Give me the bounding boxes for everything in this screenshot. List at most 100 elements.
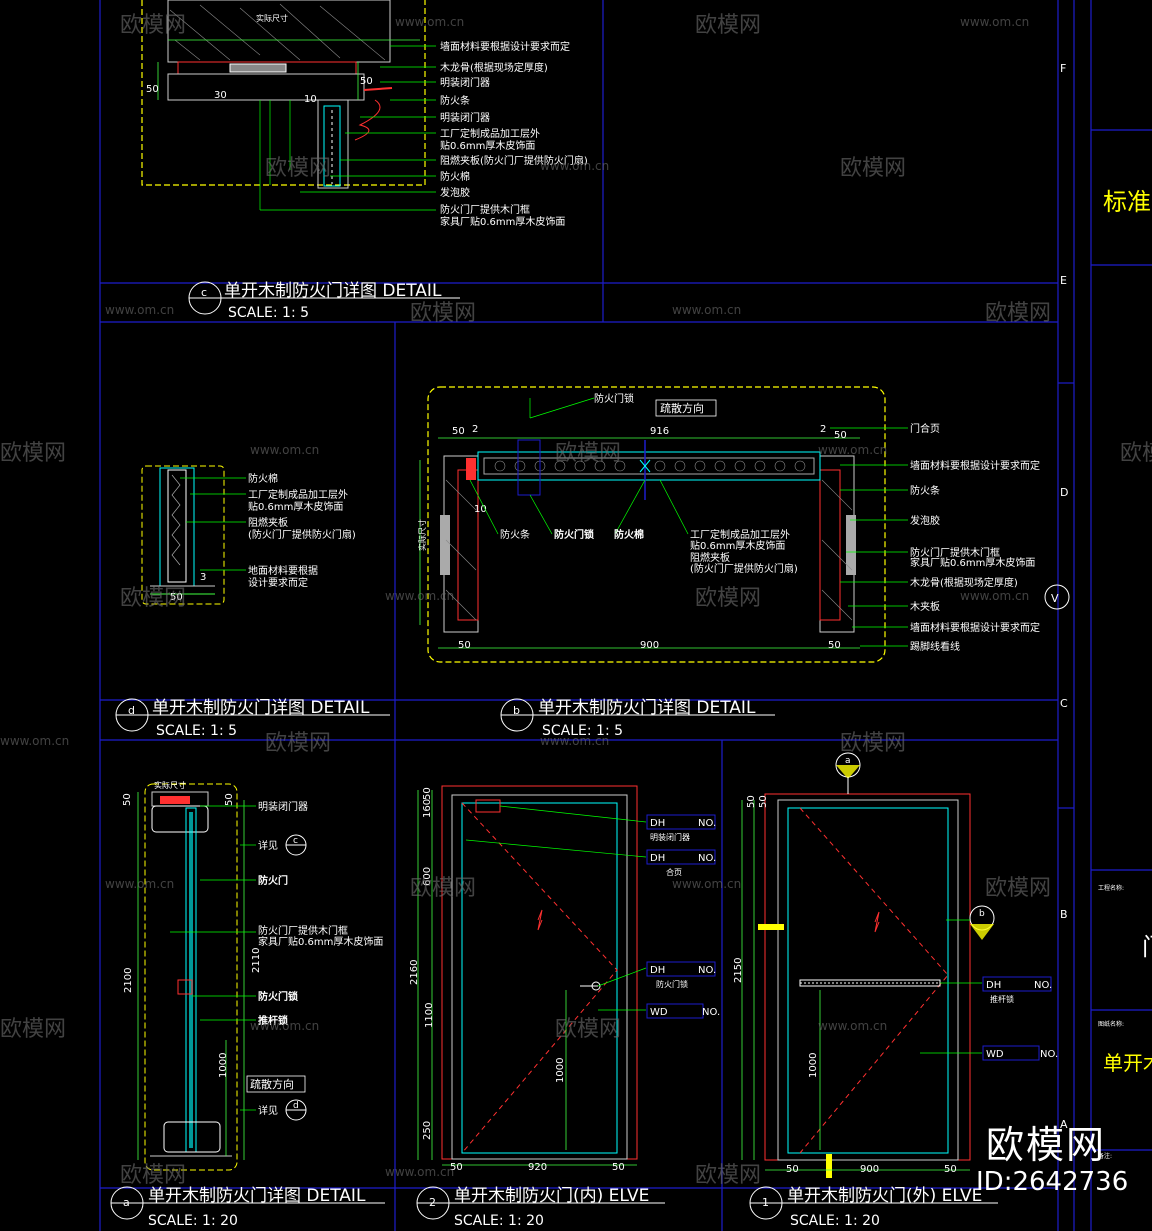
detail-c-title: c 单开木制防火门详图 DETAIL SCALE: 1: 5: [188, 281, 460, 321]
detail-c-notes: [259, 45, 436, 211]
watermark-url: www.om.cn: [672, 303, 741, 317]
detail-title: 单开木制防火门详图 DETAIL: [538, 698, 756, 718]
detail-title: 单开木制防火门详图 DETAIL: [152, 698, 370, 718]
detail-a-title: a 单开木制防火门详图 DETAIL SCALE: 1: 20: [110, 1186, 385, 1229]
section-marker: V: [1044, 584, 1070, 610]
note: 防火条: [500, 528, 530, 541]
watermark-url: www.om.cn: [540, 159, 609, 173]
detail-a-leaders: [170, 805, 256, 1111]
tag-no: NO.: [698, 853, 716, 864]
note: 家具厂贴0.6mm厚木皮饰面: [258, 935, 383, 948]
tag-label: 推杆锁: [990, 994, 1014, 1004]
note: 防火门厂提供木门框: [910, 546, 1000, 559]
note: 墙面材料要根据设计要求而定: [910, 621, 1040, 634]
note: 墙面材料要根据设计要求而定: [440, 40, 570, 53]
dim: 2160: [409, 960, 420, 985]
detail-c-labels: 墙面材料要根据设计要求而定 木龙骨(根据现场定厚度) 明装闭门器 防火条 明装闭…: [440, 40, 588, 228]
grid-letter-d: D: [1060, 486, 1068, 499]
title-block-small-2: 图纸名称:: [1098, 1020, 1124, 1028]
ref-tag: a: [845, 756, 851, 766]
dim: 实际尺寸: [256, 13, 288, 23]
watermark-brand: 欧模网: [265, 731, 331, 756]
watermark-url: www.om.cn: [540, 734, 609, 748]
dim: 600: [422, 867, 433, 886]
tag-label: 防火门锁: [656, 979, 688, 989]
watermark-brand: 欧模网: [840, 731, 906, 756]
note: 防火棉: [614, 528, 644, 541]
dim: 50: [458, 640, 471, 651]
watermark-brand: 欧模网: [410, 301, 476, 326]
elevation-2-dims: 50 160 600 2160 1100 1000 250 50 920 50: [409, 787, 625, 1173]
dim: 实际尺寸: [417, 519, 427, 551]
grid-letter-f: F: [1060, 62, 1066, 75]
dim: 50: [612, 1162, 625, 1173]
note: 防火门厂提供木门框: [440, 203, 530, 216]
note: 防火门锁: [554, 528, 594, 541]
tag-code: DH: [650, 853, 665, 864]
watermark-brand: 欧模网: [410, 876, 476, 901]
dim: 50: [834, 430, 847, 441]
detail-scale: SCALE: 1: 5: [156, 723, 237, 739]
detail-tag: a: [123, 1196, 130, 1209]
detail-d-labels: 防火棉 工厂定制成品加工层外 贴0.6mm厚木皮饰面 阻燃夹板 (防火门厂提供防…: [170, 472, 356, 603]
watermark-url: www.om.cn: [395, 15, 464, 29]
detail-a-drawing: [137, 783, 245, 1171]
note: 防火门: [258, 874, 288, 887]
grid-letter-e: E: [1060, 274, 1067, 287]
note: 阻燃夹板: [248, 516, 288, 529]
grid-letter-a: A: [1060, 1118, 1068, 1131]
dim: 1000: [218, 1053, 229, 1078]
watermark-url: www.om.cn: [818, 1019, 887, 1033]
note: 工厂定制成品加工层外: [440, 127, 540, 140]
ref-tag: d: [293, 1101, 299, 1111]
note: 防火条: [440, 94, 470, 107]
detail-scale: SCALE: 1: 5: [542, 723, 623, 739]
note: 疏散方向: [250, 1077, 294, 1091]
watermark-brand: 欧模网: [695, 1163, 761, 1188]
detail-b-leaders: [469, 397, 908, 647]
om-badge: 欧模网 ID:2642736: [976, 1123, 1129, 1197]
tag-no: NO.: [698, 818, 716, 829]
dim: 50: [944, 1164, 957, 1175]
detail-tag: b: [513, 704, 520, 717]
watermark-brand: 欧模网: [695, 13, 761, 38]
detail-b-drawing: [419, 386, 886, 663]
watermark-brand: 欧模网: [120, 586, 186, 611]
detail-d-drawing: [141, 465, 225, 605]
dim: 900: [860, 1164, 879, 1175]
watermark-brand: 欧模网: [265, 156, 331, 181]
tag-label: 明装闭门器: [650, 832, 690, 842]
detail-d-title: d 单开木制防火门详图 DETAIL SCALE: 1: 5: [115, 698, 390, 739]
note: 明装闭门器: [440, 76, 490, 89]
dim: 3: [200, 572, 206, 583]
watermark-url: www.om.cn: [385, 1165, 454, 1179]
dim: 50: [422, 787, 433, 800]
sheet-frame: [99, 0, 1152, 1231]
title-block-small-3: 备注:: [1098, 1152, 1112, 1160]
title-block-fragment: 门: [1142, 933, 1152, 961]
watermarks: 欧模网 www.om.cn 欧模网 www.om.cn 欧模网 www.om.c…: [0, 13, 1152, 1188]
detail-title: 单开木制防火门(外) ELVE: [787, 1186, 982, 1206]
dim: 1000: [555, 1058, 566, 1083]
note: 推杆锁: [258, 1014, 288, 1027]
note: 木龙骨(根据现场定厚度): [910, 576, 1018, 589]
note: 详见: [258, 1104, 278, 1117]
watermark-brand: 欧模网: [120, 1163, 186, 1188]
note: (防火门厂提供防火门扇): [690, 562, 798, 575]
watermark-brand: 欧模网: [0, 1017, 66, 1042]
detail-b-labels: 防火门锁 疏散方向 门合页 墙面材料要根据设计要求而定 防火条 发泡胶 防火门厂…: [500, 392, 1040, 653]
watermark-url: www.om.cn: [250, 1019, 319, 1033]
note: 详见: [258, 839, 278, 852]
note: 防火门锁: [258, 990, 298, 1003]
detail-title: 单开木制防火门(内) ELVE: [454, 1186, 649, 1206]
grid-letters: F E D C B A: [1060, 62, 1068, 1131]
badge-id: ID:2642736: [976, 1167, 1129, 1197]
dim: 50: [224, 793, 235, 806]
detail-tag: c: [201, 286, 207, 299]
detail-c-dims: 实际尺寸 50 30 50 10: [146, 13, 373, 105]
watermark-url: www.om.cn: [960, 589, 1029, 603]
dim: 50: [122, 793, 133, 806]
dim: 2: [820, 424, 826, 435]
detail-b-title: b 单开木制防火门详图 DETAIL SCALE: 1: 5: [500, 698, 775, 739]
